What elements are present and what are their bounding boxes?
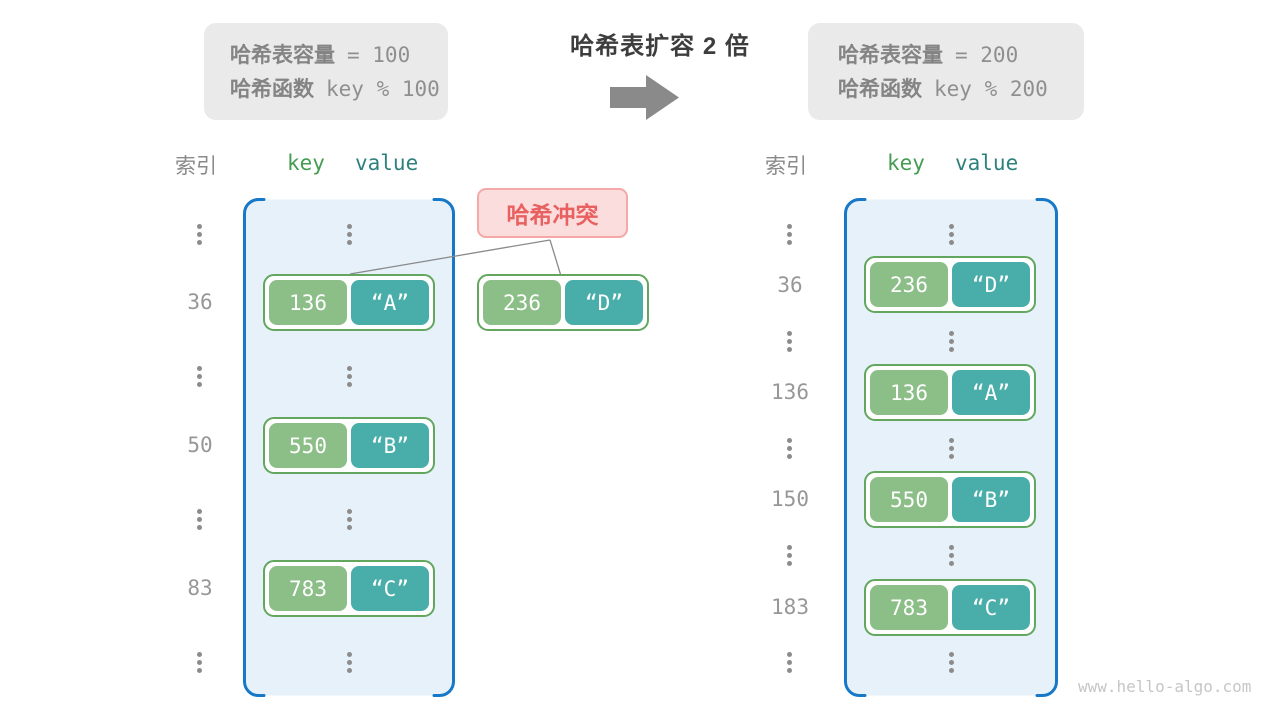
index-label: 136 xyxy=(771,380,809,404)
left-index-header: 索引 xyxy=(175,155,217,178)
kv-pair-236-D-colliding: 236 “D” xyxy=(477,274,649,331)
right-index-header: 索引 xyxy=(765,155,807,178)
key-cell: 550 xyxy=(269,423,347,468)
value-cell: “A” xyxy=(952,370,1030,415)
info-box-before: 哈希表容量 = 100 哈希函数 key % 100 xyxy=(204,23,448,120)
key-cell: 550 xyxy=(870,477,948,522)
hash-function-line: 哈希函数 key % 200 xyxy=(838,73,1084,107)
capacity-label: 哈希表容量 xyxy=(838,44,943,67)
kv-pair-550-B: 550 “B” xyxy=(263,417,435,474)
index-label: 36 xyxy=(187,290,213,314)
value-cell: “D” xyxy=(565,280,643,325)
info-box-after: 哈希表容量 = 200 哈希函数 key % 200 xyxy=(808,23,1084,120)
index-label: 83 xyxy=(187,576,213,600)
kv-pair-236-D: 236 “D” xyxy=(864,256,1036,313)
key-cell: 136 xyxy=(269,280,347,325)
kv-pair-783-C: 783 “C” xyxy=(263,560,435,617)
right-bucket-container xyxy=(844,198,1058,697)
value-cell: “A” xyxy=(351,280,429,325)
value-cell: “C” xyxy=(952,585,1030,630)
vertical-ellipsis-icon xyxy=(347,509,352,514)
index-label: 36 xyxy=(777,273,803,297)
hash-function-label: 哈希函数 xyxy=(230,78,314,101)
value-cell: “B” xyxy=(952,477,1030,522)
key-cell: 236 xyxy=(870,262,948,307)
vertical-ellipsis-icon xyxy=(197,509,202,514)
vertical-ellipsis-icon xyxy=(347,366,352,371)
hash-collision-label: 哈希冲突 xyxy=(477,188,628,238)
hash-function-label: 哈希函数 xyxy=(838,78,922,101)
vertical-ellipsis-icon xyxy=(949,545,954,550)
vertical-ellipsis-icon xyxy=(197,366,202,371)
right-key-header: key xyxy=(887,151,925,175)
vertical-ellipsis-icon xyxy=(949,438,954,443)
index-label: 50 xyxy=(187,433,213,457)
vertical-ellipsis-icon xyxy=(787,652,792,657)
kv-pair-136-A: 136 “A” xyxy=(864,364,1036,421)
left-key-header: key xyxy=(287,151,325,175)
vertical-ellipsis-icon xyxy=(949,331,954,336)
index-label: 183 xyxy=(771,595,809,619)
diagram-title: 哈希表扩容 2 倍 xyxy=(570,33,750,60)
hash-function-value: key % 100 xyxy=(326,77,440,101)
watermark: www.hello-algo.com xyxy=(1078,677,1252,696)
vertical-ellipsis-icon xyxy=(949,224,954,229)
capacity-line: 哈希表容量 = 200 xyxy=(838,39,1084,73)
value-cell: “C” xyxy=(351,566,429,611)
value-cell: “D” xyxy=(952,262,1030,307)
right-value-header: value xyxy=(955,151,1019,175)
value-cell: “B” xyxy=(351,423,429,468)
index-label: 150 xyxy=(771,487,809,511)
key-cell: 783 xyxy=(269,566,347,611)
kv-pair-136-A: 136 “A” xyxy=(263,274,435,331)
capacity-value: = 200 xyxy=(955,43,1019,67)
vertical-ellipsis-icon xyxy=(787,224,792,229)
kv-pair-783-C: 783 “C” xyxy=(864,579,1036,636)
key-cell: 783 xyxy=(870,585,948,630)
hash-function-value: key % 200 xyxy=(934,77,1048,101)
vertical-ellipsis-icon xyxy=(197,224,202,229)
capacity-line: 哈希表容量 = 100 xyxy=(230,39,448,73)
kv-pair-550-B: 550 “B” xyxy=(864,471,1036,528)
vertical-ellipsis-icon xyxy=(787,438,792,443)
hash-function-line: 哈希函数 key % 100 xyxy=(230,73,448,107)
capacity-label: 哈希表容量 xyxy=(230,44,335,67)
vertical-ellipsis-icon xyxy=(347,224,352,229)
key-cell: 236 xyxy=(483,280,561,325)
vertical-ellipsis-icon xyxy=(787,545,792,550)
vertical-ellipsis-icon xyxy=(347,652,352,657)
vertical-ellipsis-icon xyxy=(197,652,202,657)
left-value-header: value xyxy=(355,151,419,175)
key-cell: 136 xyxy=(870,370,948,415)
vertical-ellipsis-icon xyxy=(787,331,792,336)
vertical-ellipsis-icon xyxy=(949,652,954,657)
capacity-value: = 100 xyxy=(347,43,411,67)
